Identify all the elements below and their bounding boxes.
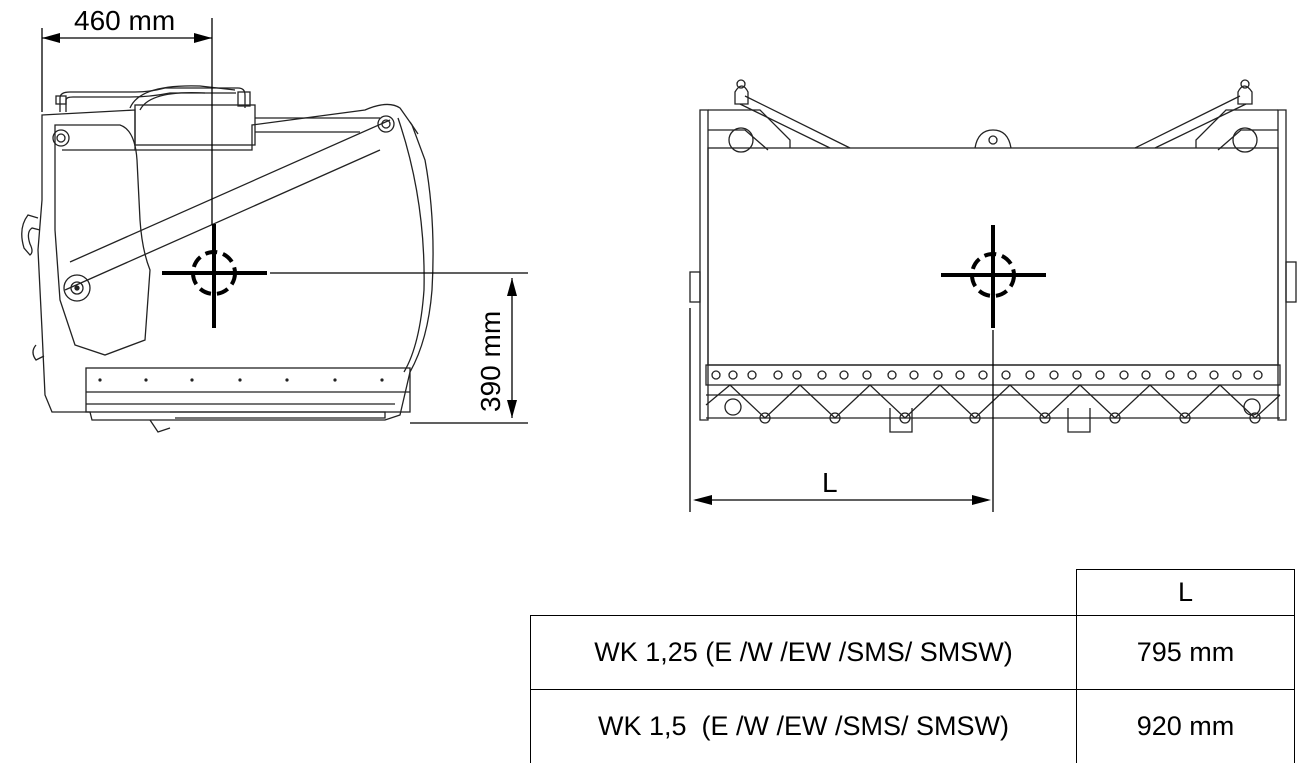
table-header-empty: [530, 569, 1077, 616]
table-cell-model: WK 1,25 (E /W /EW /SMS/ SMSW): [530, 615, 1077, 690]
table-header-length: L: [1076, 569, 1295, 616]
table-cell-length: 920 mm: [1076, 689, 1295, 763]
table-row: WK 1,5 (E /W /EW /SMS/ SMSW) 920 mm: [530, 689, 1295, 763]
blade-bolts: [711, 370, 1263, 424]
table-cell-length: 795 mm: [1076, 615, 1295, 690]
table-cell-model: WK 1,5 (E /W /EW /SMS/ SMSW): [530, 689, 1077, 763]
offset-dimension-label: 460 mm: [74, 5, 175, 36]
center-of-gravity-icon: [941, 225, 1046, 328]
height-dimension-label: 390 mm: [475, 311, 506, 412]
table-row: WK 1,25 (E /W /EW /SMS/ SMSW) 795 mm: [530, 615, 1295, 690]
length-dimension-label: L: [822, 467, 838, 498]
center-of-gravity-icon: [162, 224, 267, 328]
table-header-row: L: [530, 569, 1295, 616]
side-view: [21, 18, 528, 433]
front-view: [689, 79, 1297, 512]
length-table: L WK 1,25 (E /W /EW /SMS/ SMSW) 795 mm W…: [530, 569, 1295, 763]
